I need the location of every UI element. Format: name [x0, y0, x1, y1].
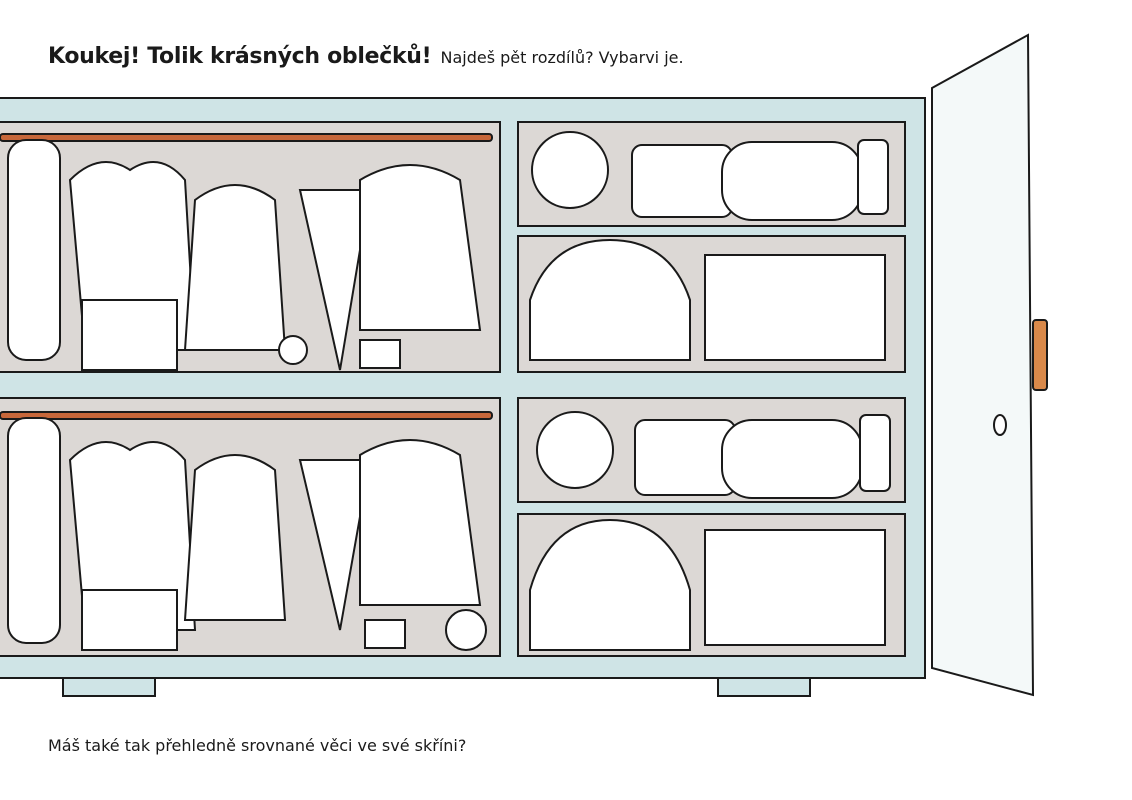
carrier — [721, 141, 863, 221]
instruction: Najdeš pět rozdílů? Vybarvi je. — [440, 48, 684, 67]
sock — [7, 417, 61, 644]
ties — [298, 189, 372, 371]
ball — [536, 411, 614, 489]
bottle — [857, 139, 889, 215]
footer-question: Máš také tak přehledně srovnané věci ve … — [48, 736, 467, 755]
ball — [445, 609, 487, 651]
teddy-on-clothes — [529, 238, 691, 361]
ties — [298, 459, 372, 631]
toy-box — [704, 254, 886, 361]
bottle — [859, 414, 891, 492]
clothes-bottom — [7, 417, 487, 651]
wardrobe-door[interactable] — [931, 33, 1035, 697]
page-title: Koukej! Tolik krásných oblečků! Najdeš p… — [48, 44, 684, 69]
bag — [634, 419, 736, 496]
hanging-rod-top — [0, 133, 493, 142]
sock — [7, 139, 61, 361]
shelf-items-top — [529, 131, 889, 361]
teddy-on-clothes — [529, 518, 691, 651]
bag — [631, 144, 733, 218]
dog-suit — [359, 439, 482, 606]
carrier — [721, 419, 863, 499]
hanging-rod-bottom — [0, 411, 493, 420]
shelf-items-bottom — [529, 411, 891, 651]
striped-box — [81, 589, 178, 651]
fur-coat — [68, 441, 197, 631]
dog-suit — [359, 164, 482, 331]
ball — [278, 335, 308, 365]
onesie — [183, 454, 287, 621]
basket — [359, 339, 401, 369]
clothes-top — [7, 139, 482, 371]
toy-box — [704, 529, 886, 646]
ball — [531, 131, 609, 209]
door-lock — [993, 414, 1007, 436]
onesie — [183, 184, 287, 351]
striped-box — [81, 299, 178, 371]
headline: Koukej! Tolik krásných oblečků! — [48, 44, 432, 69]
basket — [364, 619, 406, 649]
door-handle[interactable] — [1032, 319, 1048, 391]
